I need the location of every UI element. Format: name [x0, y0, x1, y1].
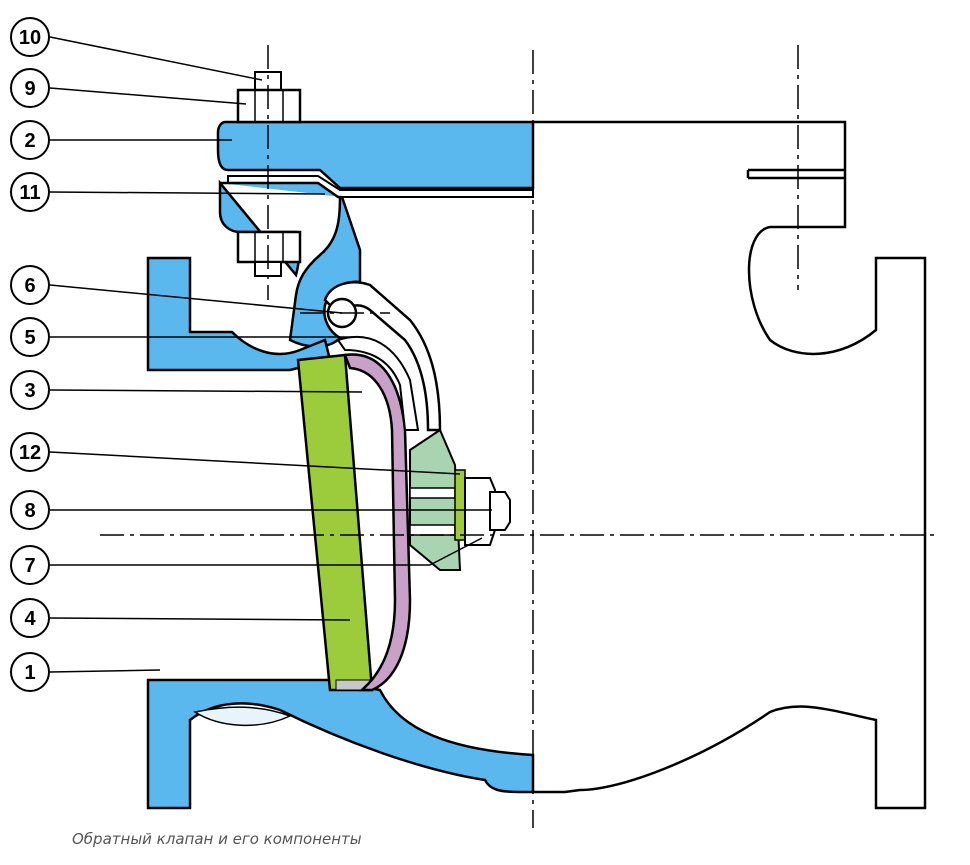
centerlines	[100, 45, 940, 828]
callout-6: 6	[24, 275, 35, 297]
cover-bolt-top	[236, 71, 302, 124]
leader-lines	[49, 36, 492, 673]
disc	[296, 353, 374, 692]
callout-labels: 10 9 2 11 6 5 3 12 8 7 4 1	[19, 27, 41, 684]
callout-11: 11	[19, 182, 40, 204]
cover-bolt-bottom	[236, 230, 302, 277]
diagram-caption: Обратный клапан и его компоненты	[72, 830, 362, 848]
callout-12: 12	[19, 442, 41, 464]
callout-9: 9	[24, 78, 35, 100]
callout-5: 5	[24, 327, 35, 349]
bonnet-cover	[216, 120, 535, 190]
callout-8: 8	[24, 500, 35, 522]
hinge-arm	[323, 281, 442, 432]
callout-1: 1	[24, 662, 35, 684]
callout-circles	[10, 17, 50, 692]
callout-7: 7	[24, 555, 35, 577]
body-lower	[146, 678, 535, 810]
callout-3: 3	[24, 380, 35, 402]
callout-2: 2	[24, 130, 35, 152]
disc-holder	[343, 353, 412, 692]
callout-4: 4	[24, 608, 36, 630]
callout-10: 10	[19, 27, 41, 49]
valve-body-outline-right	[533, 120, 927, 810]
